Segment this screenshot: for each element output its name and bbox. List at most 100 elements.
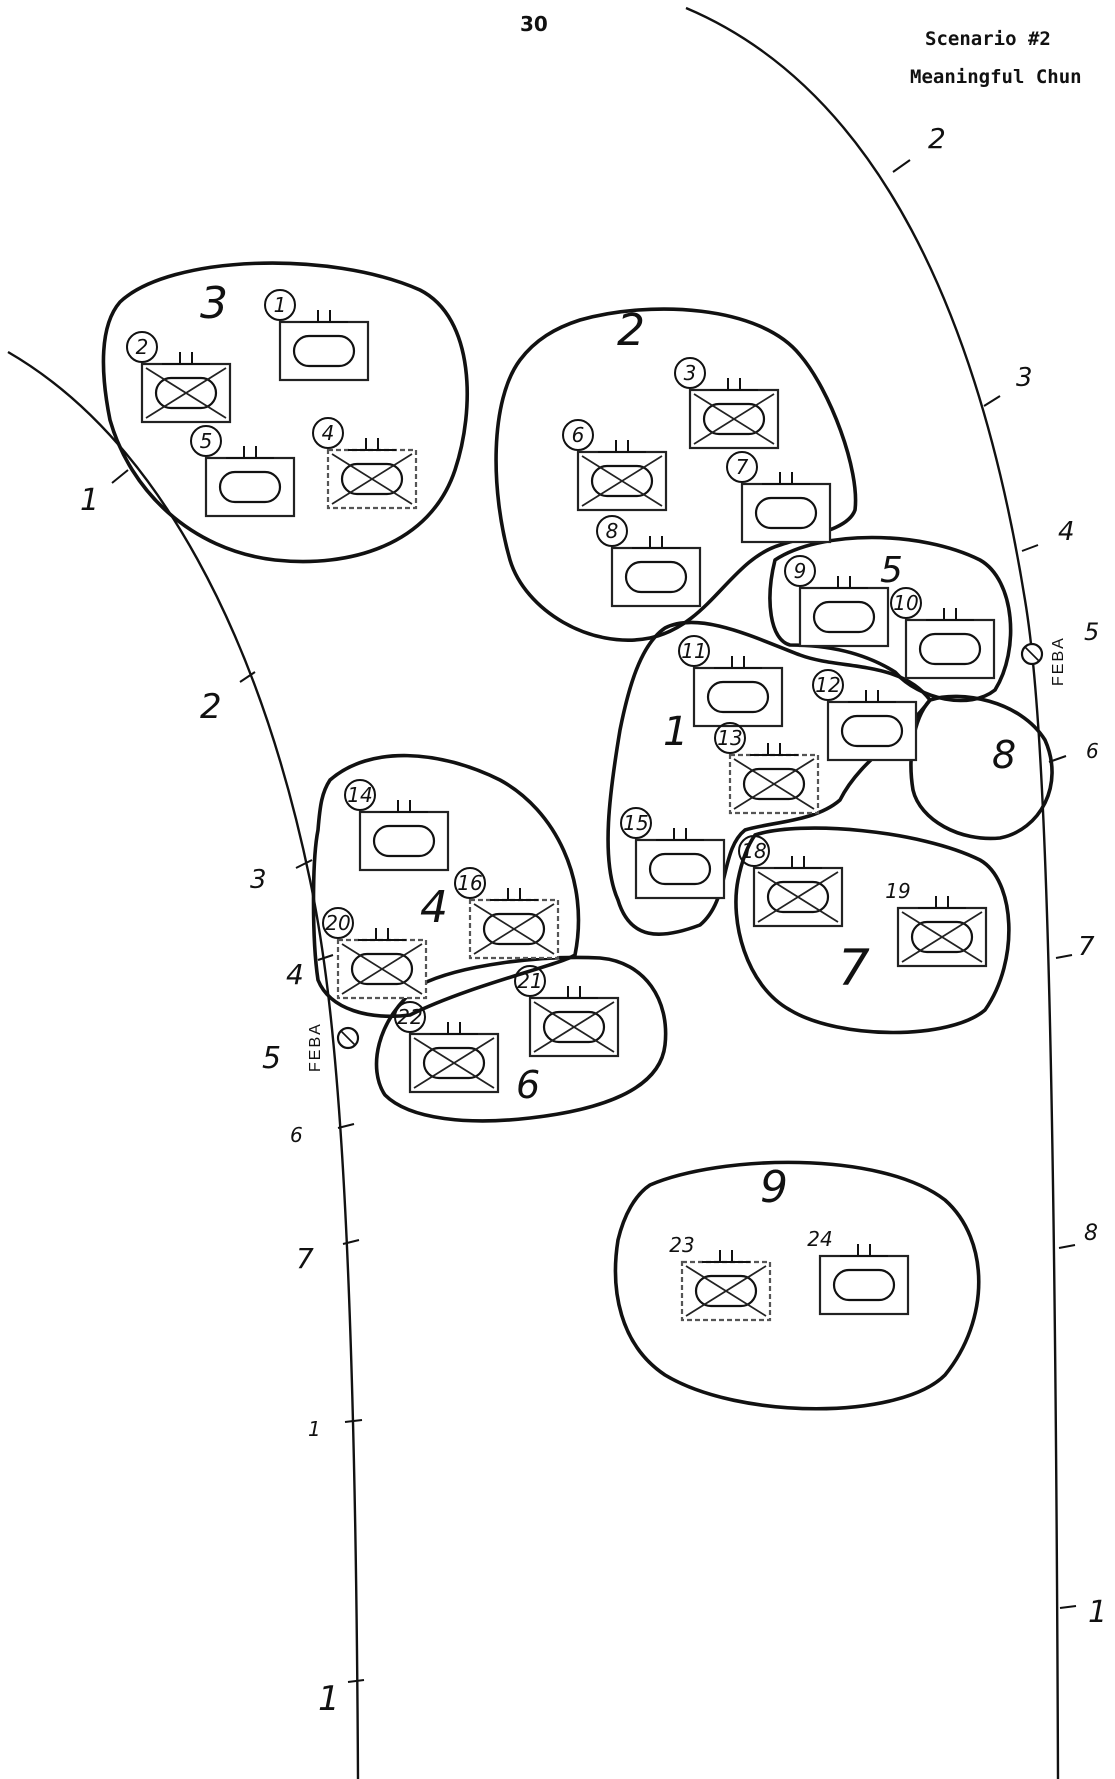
left-tick-label: 2 (200, 687, 222, 727)
unit-symbol: 16 (454, 867, 560, 960)
unit-number-circle (312, 417, 344, 449)
unit-number-circle (674, 357, 706, 389)
chunk-label-7: 7 (838, 939, 870, 997)
unit-symbol: 1 (264, 289, 370, 382)
unit-symbol: 7 (726, 451, 832, 544)
infantry-cross-icon (473, 903, 555, 955)
chunk-outline-1 (606, 620, 932, 937)
unit-number: 15 (623, 811, 648, 835)
right-boundary-labels: 2 3 4 5 6 7 8 1 (928, 122, 1107, 1630)
chunk-outline-9 (613, 1160, 981, 1411)
unit-symbol: 22 (394, 1001, 500, 1094)
unit-size-indicator (848, 690, 896, 703)
unit-number: 10 (893, 591, 918, 615)
unit-number-circle (126, 331, 158, 363)
armor-track-icon (754, 496, 818, 530)
armor-track-icon (812, 600, 876, 634)
armor-track-icon (706, 680, 770, 714)
infantry-cross-icon (341, 943, 423, 995)
infantry-cross-icon (331, 453, 413, 505)
armor-track-icon (742, 767, 806, 801)
unit-size-indicator (632, 536, 680, 549)
unit-size-indicator (820, 576, 868, 589)
unit-number: 16 (457, 871, 482, 895)
unit-size-indicator (430, 1022, 478, 1035)
unit-number: 21 (517, 969, 542, 993)
unit-symbol: 2 (126, 331, 232, 424)
armor-track-icon (372, 824, 436, 858)
left-boundary-ticks (111, 469, 365, 1683)
unit-number: 11 (681, 639, 706, 663)
chunk-outline-3 (101, 261, 469, 564)
unit-number: 23 (669, 1233, 694, 1257)
right-tick-label: 2 (928, 122, 946, 155)
unit-size-indicator (300, 310, 348, 323)
unit-symbol: 13 (714, 722, 820, 815)
chunk-outline-4 (311, 753, 581, 1019)
feba-label-right: FEBA (1050, 636, 1067, 686)
unit-number-circle (726, 451, 758, 483)
unit-symbol: 6 (562, 419, 668, 512)
unit-symbol: 12 (812, 669, 918, 762)
armor-track-icon (648, 852, 712, 886)
unit-number-circle (678, 635, 710, 667)
unit-number: 4 (322, 421, 335, 445)
unit-symbol: 8 (596, 515, 702, 608)
left-boundary-labels: 1 2 3 4 5 6 7 1 1 (80, 483, 340, 1719)
armor-track-icon (482, 912, 546, 946)
infantry-cross-icon (901, 911, 983, 963)
armor-track-icon (702, 402, 766, 436)
right-tick-label: 6 (1086, 739, 1099, 763)
unit-number-circle (322, 907, 354, 939)
unit-size-indicator (774, 856, 822, 869)
infantry-cross-icon (693, 393, 775, 445)
armor-track-icon (542, 1010, 606, 1044)
unit-symbol: 15 (620, 807, 726, 900)
armor-track-icon (590, 464, 654, 498)
infantry-cross-icon (533, 1001, 615, 1053)
unit-size-indicator (226, 446, 274, 459)
right-boundary-line (685, 6, 1060, 1779)
chunk-outlines (101, 261, 1054, 1411)
left-tick-label: 1 (308, 1417, 321, 1441)
armor-track-icon (840, 714, 904, 748)
chunk-outline-6 (374, 955, 668, 1123)
chunk-label-1: 1 (663, 709, 688, 755)
unit-number: 14 (347, 783, 372, 807)
chunk-outline-2 (494, 307, 858, 642)
unit-symbol: 5 (190, 425, 296, 518)
unit-number: 1 (274, 293, 287, 317)
unit-number-circle (784, 555, 816, 587)
scenario-title: Scenario #2 (925, 28, 1051, 50)
infantry-cross-icon (733, 758, 815, 810)
left-boundary-line (7, 350, 360, 1779)
chunk-label-4: 4 (420, 882, 448, 933)
unit-number-circle (620, 807, 652, 839)
scenario-subtitle: Meaningful Chun (910, 66, 1082, 88)
left-tick-label: 3 (250, 865, 267, 895)
unit-size-indicator (710, 378, 758, 391)
unit-number: 18 (741, 839, 766, 863)
chunk-label-8: 8 (992, 733, 1016, 777)
infantry-cross-icon (413, 1037, 495, 1089)
unit-symbol: 24 (807, 1227, 910, 1316)
right-tick-label: 7 (1078, 932, 1095, 962)
armor-track-icon (340, 462, 404, 496)
left-tick-label: 1 (80, 483, 99, 518)
right-tick-label: 4 (1058, 517, 1075, 547)
unit-number-circle (264, 289, 296, 321)
page-number: 30 (520, 12, 548, 36)
chunk-outline-7 (734, 826, 1011, 1035)
unit-symbol: 19 (885, 879, 988, 968)
chunk-outline-8 (909, 694, 1054, 841)
armor-track-icon (832, 1268, 896, 1302)
right-tick-label: 8 (1084, 1221, 1098, 1246)
armor-track-icon (154, 376, 218, 410)
unit-number: 24 (807, 1227, 832, 1251)
armor-track-icon (766, 880, 830, 914)
chunk-label-5: 5 (880, 550, 903, 591)
chunk-labels: 1 2 3 4 5 6 7 8 9 (200, 278, 1016, 1213)
unit-number-circle (562, 419, 594, 451)
